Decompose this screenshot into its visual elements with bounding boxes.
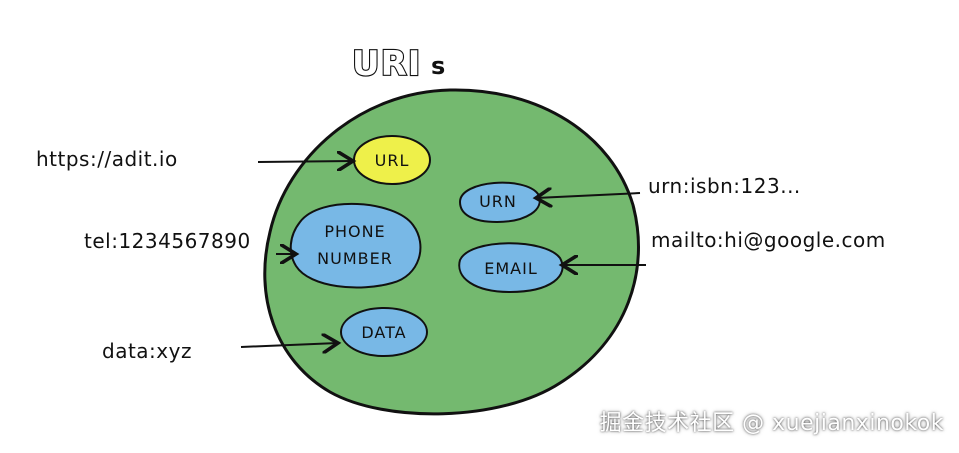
email-bubble (458, 242, 564, 294)
title-group: URI s (351, 43, 445, 85)
phone-bubble-label-line2: NUMBER (317, 249, 393, 268)
data-scheme-label: data:xyz (102, 339, 192, 363)
phone-number-bubble (289, 203, 422, 289)
https-scheme-label: https://adit.io (36, 147, 178, 171)
url-bubble-label: URL (375, 151, 410, 170)
urn-bubble-label: URN (479, 192, 517, 211)
data-bubble-label: DATA (361, 323, 406, 342)
phone-bubble-label-line1: PHONE (324, 222, 385, 241)
data-to-data-arrow (240, 343, 338, 347)
mailto-scheme-label: mailto:hi@google.com (651, 228, 886, 252)
urn-scheme-label: urn:isbn:123... (648, 174, 801, 198)
urn-scheme-to-urn-arrow (536, 193, 641, 198)
diagram-title-suffix: s (431, 52, 445, 80)
diagram-title: URI (352, 44, 421, 84)
urn-bubble (458, 181, 541, 224)
email-bubble-label: EMAIL (484, 259, 538, 278)
tel-scheme-label: tel:1234567890 (84, 229, 251, 253)
watermark-text: 掘金技术社区 @ xuejianxinokok (599, 411, 944, 436)
data-bubble (340, 307, 428, 357)
https-to-url-arrow (257, 161, 353, 162)
